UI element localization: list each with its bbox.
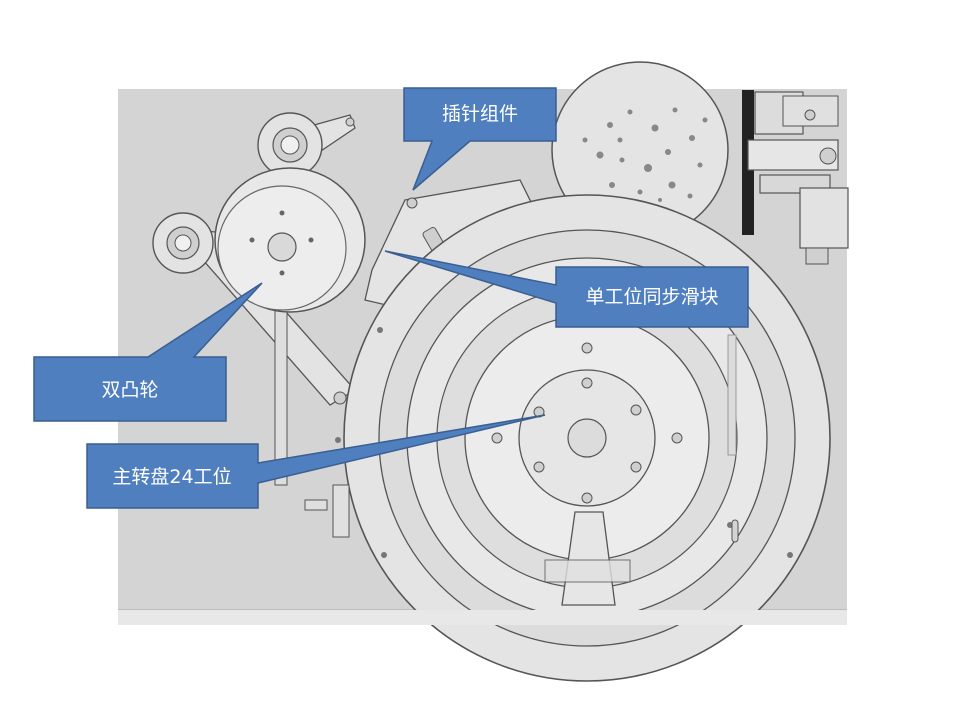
callout-main-turntable: 主转盘24工位: [86, 414, 546, 509]
callout-turntable-label: 主转盘24工位: [112, 466, 231, 488]
perforated-disk: [551, 61, 729, 239]
callout-cam-label: 双凸轮: [101, 379, 158, 401]
left-roller: [152, 212, 214, 274]
drawing-bottom-band: [118, 610, 847, 625]
callout-needle-label: 插针组件: [442, 103, 518, 125]
right-mechanism: [742, 90, 849, 265]
callout-slider-label: 单工位同步滑块: [585, 286, 718, 308]
callout-double-cam: 双凸轮: [33, 282, 263, 422]
left-bracket: [332, 484, 350, 538]
callout-sync-slider: 单工位同步滑块: [384, 250, 749, 328]
upper-roller: [257, 112, 323, 178]
double-cam: [214, 167, 366, 313]
callout-needle-assembly: 插针组件: [403, 87, 557, 191]
